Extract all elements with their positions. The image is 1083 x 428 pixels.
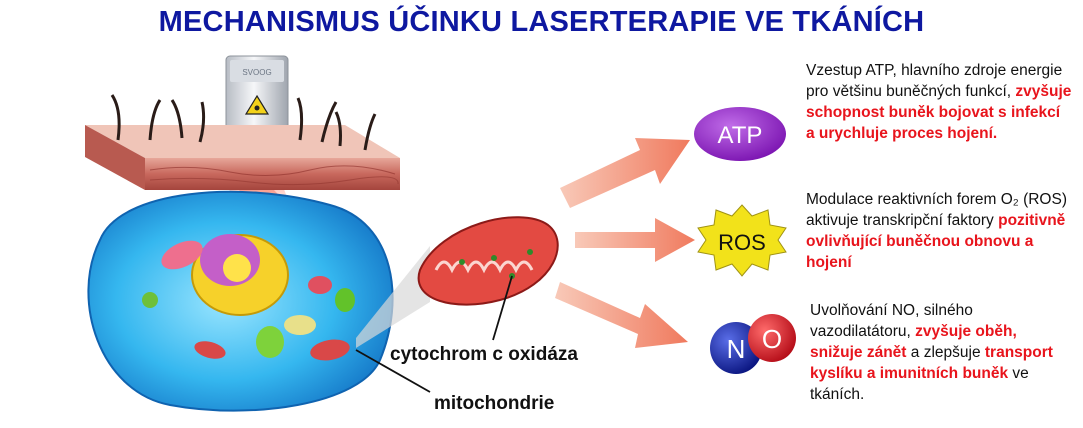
text-block-ros: Modulace reaktivních forem O₂ (ROS) akti… xyxy=(806,189,1072,273)
mitochondrion-icon xyxy=(417,216,559,306)
atp-badge-label: ATP xyxy=(718,122,763,149)
arrow-to-atp xyxy=(560,138,690,208)
arrow-to-no xyxy=(555,282,688,348)
label-mitochondria: mitochondrie xyxy=(434,393,555,414)
text-block-atp: Vzestup ATP, hlavního zdroje energie pro… xyxy=(806,60,1072,144)
ros-badge-label: ROS xyxy=(718,230,766,255)
no-text-1: Uvolňování NO, silného vazodilatátoru, xyxy=(810,302,973,340)
arrow-to-ros xyxy=(575,218,695,262)
ros-badge: ROS xyxy=(697,204,787,277)
no-badge-o: O xyxy=(762,324,782,354)
atp-badge: ATP xyxy=(694,107,786,161)
no-text-2: a zlepšuje xyxy=(906,344,985,361)
no-text-3: ve tkáních. xyxy=(810,365,1029,403)
cell-icon xyxy=(87,190,394,412)
zoom-cone xyxy=(356,246,430,348)
page-title: MECHANISMUS ÚČINKU LASERTERAPIE VE TKÁNÍ… xyxy=(158,6,925,38)
text-block-no: Uvolňování NO, silného vazodilatátoru, z… xyxy=(810,300,1072,405)
no-highlight-1: zvyšuje oběh, snižuje zánět xyxy=(810,323,1017,361)
no-molecule-icon: N O xyxy=(710,314,796,374)
pointer-mitochondria xyxy=(355,349,431,393)
no-highlight-2: transport kyslíku a imunitních buněk xyxy=(810,344,1053,382)
skin-tissue-icon xyxy=(85,94,400,190)
atp-highlight: zvyšuje schopnost buněk bojovat s infekc… xyxy=(806,83,1072,142)
ros-text: Modulace reaktivních forem O₂ (ROS) akti… xyxy=(806,191,1067,229)
pointer-cytochrome xyxy=(492,275,513,341)
ros-highlight: pozitivně ovlivňující buněčnou obnovu a … xyxy=(806,212,1066,271)
svg-text:SVOOG: SVOOG xyxy=(242,68,271,77)
no-badge-n: N xyxy=(727,334,746,364)
atp-text: Vzestup ATP, hlavního zdroje energie pro… xyxy=(806,62,1063,100)
label-cytochrome: cytochrom c oxidáza xyxy=(390,344,578,365)
